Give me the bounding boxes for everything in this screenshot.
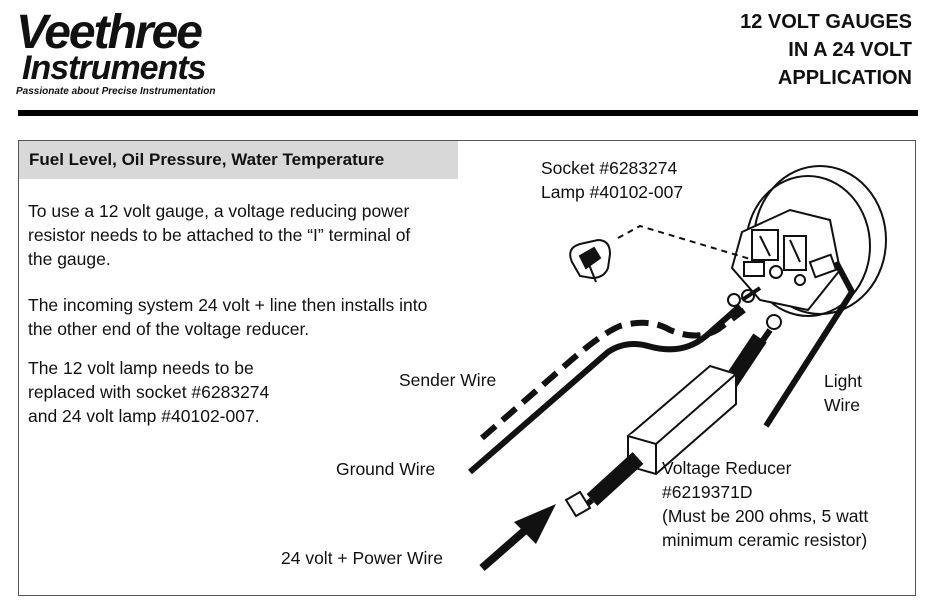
reducer-label-line2: #6219371D (662, 482, 753, 502)
reducer-label-line3: (Must be 200 ohms, 5 watt (662, 506, 869, 526)
paragraph-resistor: To use a 12 volt gauge, a voltage reduci… (28, 199, 410, 271)
logo-wordmark-instruments: Instruments (22, 49, 207, 87)
paragraph-line: To use a 12 volt gauge, a voltage reduci… (28, 201, 410, 221)
reducer-label-line1: Voltage Reducer (662, 458, 792, 478)
paragraph-line: the other end of the voltage reducer. (28, 319, 310, 339)
header-divider (18, 110, 918, 116)
title-line-1: 12 VOLT GAUGES (740, 11, 912, 33)
logo-wordmark-veethree: Veethree (16, 6, 203, 59)
arrow-icon (479, 504, 556, 572)
socket-label: Socket #6283274 (541, 158, 678, 178)
paragraph-line: and 24 volt lamp #40102-007. (28, 406, 260, 426)
veethree-logo: Veethree Instruments Passionate about Pr… (14, 8, 254, 100)
light-wire (763, 260, 856, 428)
paragraph-incoming-line: The incoming system 24 volt + line then … (28, 293, 427, 341)
title-line-3: APPLICATION (777, 67, 912, 89)
section-heading: Fuel Level, Oil Pressure, Water Temperat… (19, 141, 458, 179)
lamp-leader-line (617, 224, 761, 263)
paragraph-lamp: The 12 volt lamp needs to be replaced wi… (28, 356, 269, 428)
title-line-2: IN A 24 VOLT (788, 39, 912, 61)
ring-terminal-icon (727, 286, 762, 307)
paragraph-line: The incoming system 24 volt + line then … (28, 295, 428, 315)
power-lead (564, 452, 644, 518)
light-wire-label-line2: Wire (824, 395, 860, 415)
paragraph-line: resistor needs to be attached to the “I”… (28, 225, 411, 245)
logo-tagline: Passionate about Precise Instrumentation (16, 86, 216, 97)
ground-wire (468, 303, 742, 475)
paragraph-line: The 12 volt lamp needs to be (28, 358, 254, 378)
voltage-reducer-icon (627, 364, 737, 476)
paragraph-line: the gauge. (28, 249, 111, 269)
gauge-icon (730, 165, 887, 317)
lamp-label: Lamp #40102-007 (541, 182, 684, 202)
sender-wire (480, 307, 746, 441)
page-title: 12 VOLT GAUGES IN A 24 VOLT APPLICATION (740, 8, 912, 92)
power-wire-label: 24 volt + Power Wire (281, 548, 443, 568)
instruction-panel (18, 140, 916, 596)
sender-wire-label: Sender Wire (399, 370, 497, 390)
reducer-label-line4: minimum ceramic resistor) (662, 530, 868, 550)
light-wire-label-line1: Light (824, 371, 862, 391)
ground-wire-label: Ground Wire (336, 459, 436, 479)
lamp-icon (569, 238, 612, 283)
paragraph-line: replaced with socket #6283274 (28, 382, 270, 402)
